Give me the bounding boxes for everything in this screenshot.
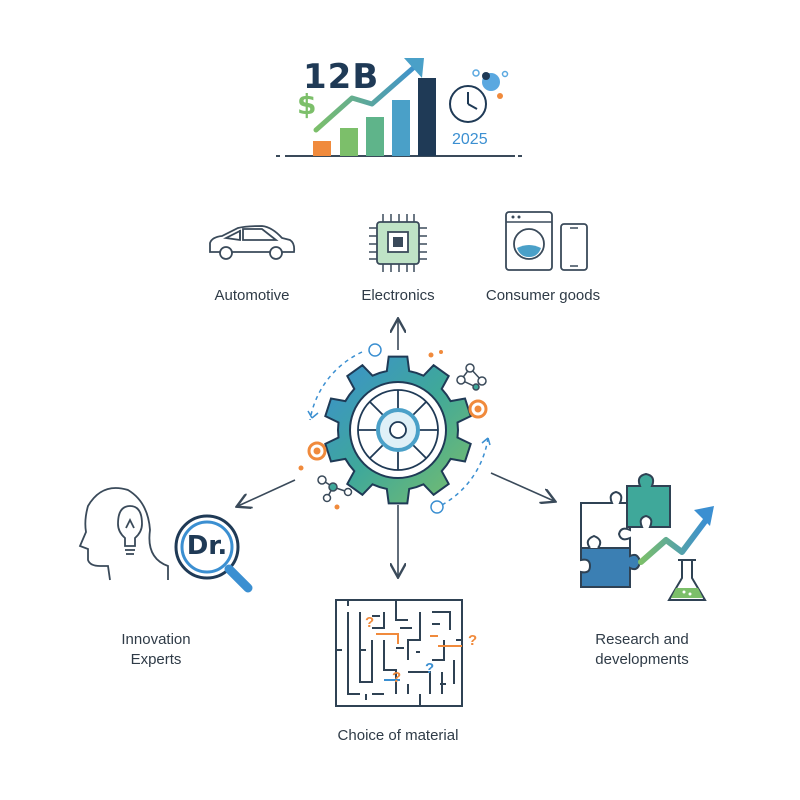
sector-label-consumer-goods: Consumer goods [485, 287, 601, 304]
arrow-to-experts [238, 479, 296, 506]
maze-icon [335, 599, 463, 707]
question-mark: ? [425, 660, 435, 677]
head-lightbulb-icon [78, 487, 169, 581]
gear-icon [324, 355, 472, 505]
question-mark: ? [392, 669, 402, 686]
research-label-line1: Research and [595, 631, 689, 648]
flask-icon [667, 559, 707, 601]
currency-symbol: $ [297, 88, 317, 121]
experts-label-line1: Innovation [121, 631, 191, 648]
chart-bar [392, 100, 410, 156]
car-icon [209, 225, 296, 260]
chart-bar [366, 117, 384, 156]
sector-label-electronics: Electronics [361, 287, 435, 304]
question-mark: ? [365, 614, 375, 631]
arrow-to-research [490, 472, 554, 501]
market-value: 12B [303, 57, 380, 97]
molecule-icon [317, 475, 353, 503]
washer-phone-icon [505, 211, 588, 271]
growth-arrow [638, 517, 709, 565]
magnifier-icon [174, 514, 253, 593]
molecule-icon [456, 363, 487, 391]
trend-arrow [313, 59, 423, 133]
chart-bar [418, 78, 436, 156]
experts-label-line2: Experts [130, 651, 182, 668]
research-label: Research and developments [574, 630, 710, 670]
question-mark: ? [468, 632, 478, 649]
year-label: 2025 [452, 131, 488, 148]
experts-label: Innovation Experts [96, 630, 216, 670]
chip-icon [369, 214, 427, 272]
chart-bar [313, 141, 331, 156]
research-label-line2: developments [595, 651, 689, 668]
sector-label-automotive: Automotive [214, 287, 290, 304]
dr-badge: Dr. [186, 531, 228, 561]
puzzle-icon [580, 472, 671, 588]
material-label: Choice of material [337, 727, 459, 744]
clock-icon [449, 85, 487, 123]
chart-bar [340, 128, 358, 156]
